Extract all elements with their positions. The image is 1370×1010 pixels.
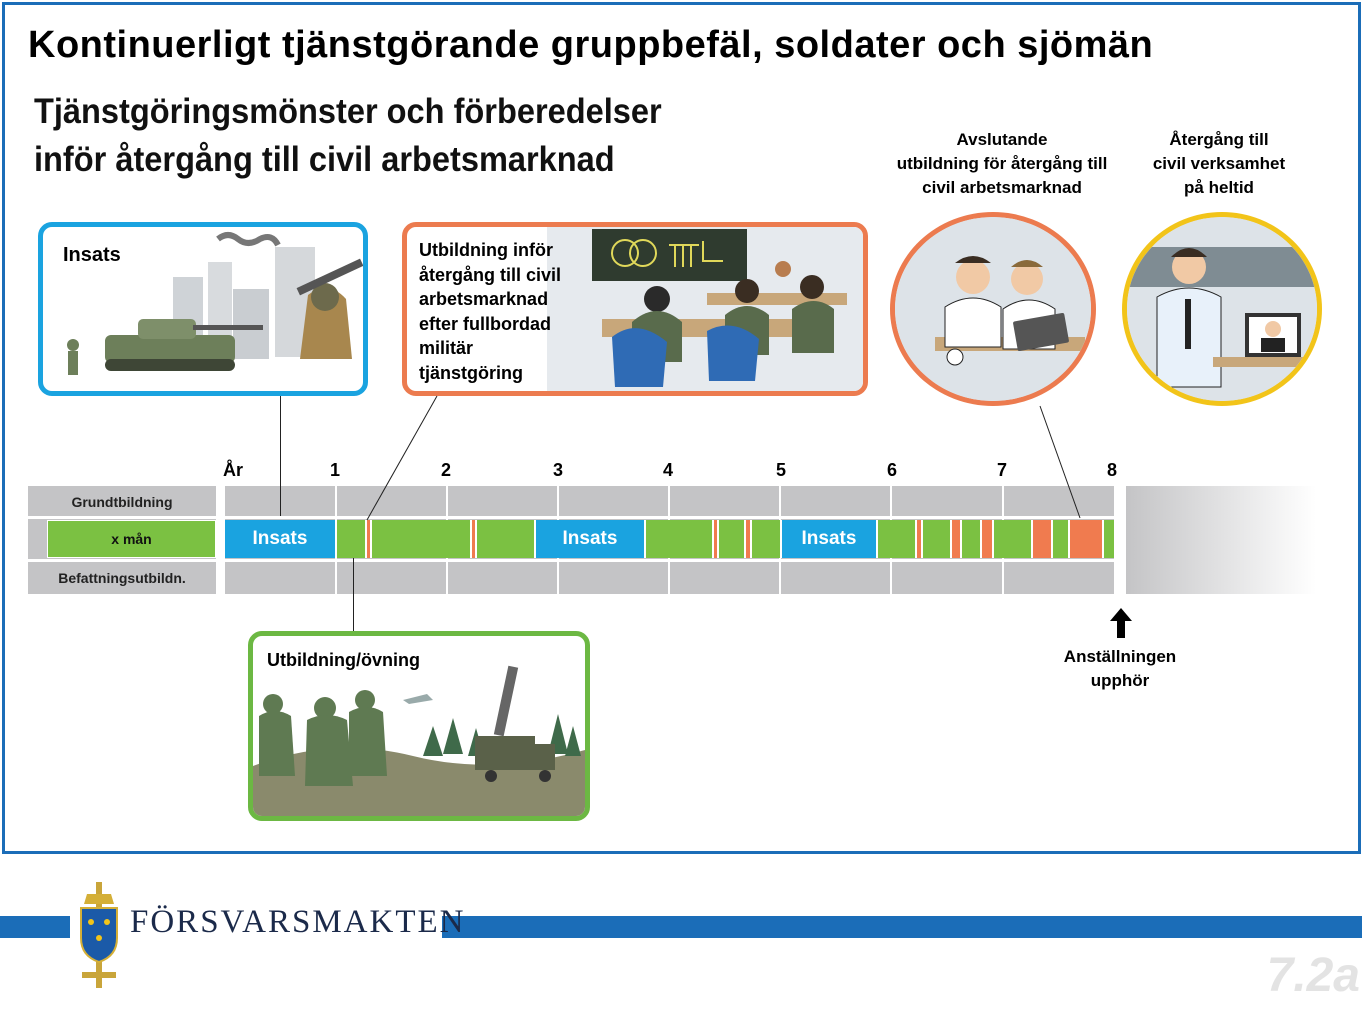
insats-segment-3: Insats (782, 520, 876, 558)
insats-illustration-box: Insats (38, 222, 368, 396)
insats-box-label: Insats (63, 244, 121, 266)
brand-wordmark: FÖRSVARSMAKTEN (130, 904, 466, 940)
coat-of-arms-icon (80, 882, 118, 988)
footer-stripe-left (0, 916, 70, 938)
subtitle-line-1: Tjänstgöringsmönster och förberedelser (34, 92, 662, 131)
timeline-fade (1126, 486, 1316, 594)
return-civil-illustration (1122, 212, 1322, 406)
final-training-caption: Avslutande utbildning för återgång till … (880, 128, 1124, 200)
classroom-illustration (547, 227, 863, 391)
civil-training-marker (1033, 520, 1053, 558)
exercise-illustration-box: Utbildning/övning (248, 631, 590, 821)
final-training-caption-line-1: Avslutande (956, 130, 1048, 149)
insats-segment-2: Insats (536, 520, 644, 558)
office-workers-illustration (895, 217, 1091, 401)
civil-training-line-5: militär (419, 338, 474, 358)
insats-segment-1: Insats (225, 520, 335, 558)
year-label-1: 1 (330, 460, 341, 480)
year-label-6: 6 (887, 460, 898, 480)
civil-training-marker (1068, 520, 1104, 558)
return-civil-caption-line-3: på heltid (1184, 178, 1254, 197)
civil-training-marker (982, 520, 994, 558)
page-number: 7.2a (1266, 949, 1360, 1002)
row-label-befattningsutbildn: Befattningsutbildn. (58, 570, 186, 586)
segment-divider (980, 520, 982, 558)
civil-training-marker (712, 520, 719, 558)
row-label-xman: x mån (111, 531, 152, 547)
employment-ends-label: Anställningen upphör (1046, 645, 1194, 693)
year-label-4: 4 (663, 460, 674, 480)
civil-training-line-3: arbetsmarknad (419, 289, 549, 309)
civil-training-illustration-box: Utbildning inför återgång till civil arb… (402, 222, 868, 396)
slide-title: Kontinuerligt tjänstgörande gruppbefäl, … (28, 24, 1154, 66)
segment-divider (876, 520, 878, 558)
civil-training-line-2: återgång till civil (419, 264, 562, 285)
civil-training-line-4: efter fullbordad (419, 313, 552, 334)
segment-divider (780, 520, 782, 558)
employment-ends-line-2: upphör (1090, 671, 1150, 690)
final-training-caption-line-3: civil arbetsmarknad (922, 178, 1082, 197)
civil-training-box-label: Utbildning inför återgång till civil arb… (419, 238, 561, 385)
office-worker-illustration (1127, 217, 1317, 401)
return-civil-caption: Återgång till civil verksamhet på heltid (1130, 128, 1308, 200)
combat-scene-illustration (67, 232, 363, 375)
year-label-5: 5 (776, 460, 787, 480)
label-column-separator (216, 486, 225, 594)
year-label-7: 7 (997, 460, 1008, 480)
final-training-caption-line-2: utbildning för återgång till (896, 154, 1108, 173)
year-label-3: 3 (553, 460, 564, 480)
connector-exercise (353, 558, 354, 632)
return-civil-caption-line-2: civil verksamhet (1152, 154, 1286, 173)
segment-divider (644, 520, 646, 558)
civil-training-line-1: Utbildning inför (419, 240, 553, 260)
civil-training-marker (746, 520, 752, 558)
field-exercise-illustration (253, 665, 585, 816)
row-separator-top (28, 516, 1114, 519)
year-label-ar: År (223, 460, 244, 480)
training-band (225, 520, 1114, 558)
employment-ends-line-1: Anställningen (1063, 647, 1177, 666)
civil-training-marker (470, 520, 477, 558)
civil-training-marker (365, 520, 372, 558)
return-civil-caption-line-1: Återgång till (1169, 130, 1269, 149)
connector-insats (280, 396, 281, 516)
civil-training-marker (950, 520, 962, 558)
slide-subtitle: Tjänstgöringsmönster och förberedelser i… (34, 88, 662, 184)
arrow-up-icon (1110, 608, 1132, 638)
slide-frame (2, 2, 1361, 854)
segment-divider (335, 520, 337, 558)
row-label-xman-bg (47, 520, 216, 558)
civil-training-line-6: tjänstgöring (419, 362, 523, 383)
exercise-box-label: Utbildning/övning (267, 650, 420, 670)
segment-divider (744, 520, 746, 558)
row-separator-bottom (28, 559, 1114, 562)
final-training-illustration (890, 212, 1096, 406)
subtitle-line-2: inför återgång till civil arbetsmarknad (34, 140, 615, 179)
segment-divider (534, 520, 536, 558)
segment-divider (1031, 520, 1033, 558)
civil-training-marker (915, 520, 923, 558)
row-label-grundtbildning: Grundtbildning (71, 494, 173, 510)
year-label-2: 2 (441, 460, 452, 480)
footer-stripe-right (442, 916, 1362, 938)
year-label-8: 8 (1107, 460, 1118, 480)
